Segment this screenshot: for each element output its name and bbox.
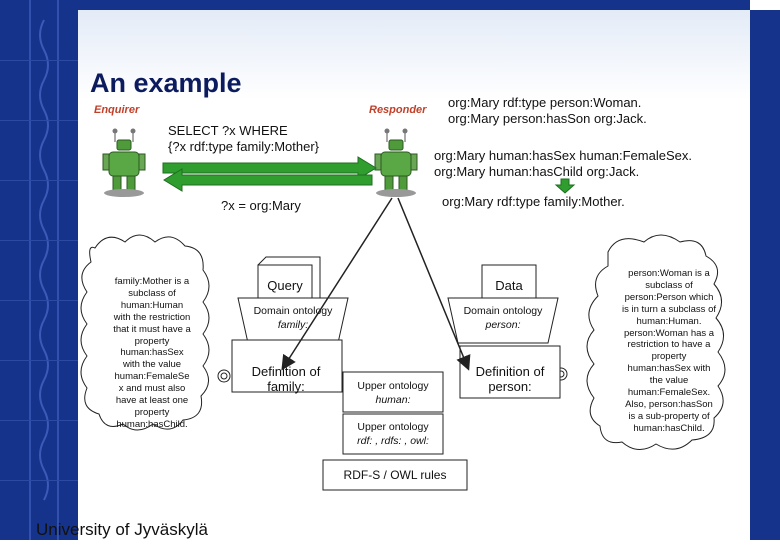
data-box-label: Data xyxy=(495,278,523,293)
query-line-1: SELECT ?x WHERE xyxy=(168,123,288,138)
conclusion-text: org:Mary rdf:type family:Mother. xyxy=(442,194,625,209)
answer-arrow xyxy=(163,168,373,192)
enquirer-label: Enquirer xyxy=(94,104,140,116)
query-line-2: {?x rdf:type family:Mother} xyxy=(168,139,320,154)
top-frame-bar xyxy=(78,0,750,10)
data-box-bg xyxy=(448,120,668,148)
data-line-1: org:Mary rdf:type person:Woman. xyxy=(448,95,642,110)
answer-text: ?x = org:Mary xyxy=(221,198,301,213)
enquirer-robot-icon xyxy=(102,128,146,197)
left-thought-cloud xyxy=(80,234,210,431)
sidebar-pattern-icon xyxy=(29,0,59,540)
down-arrow-2 xyxy=(554,178,576,194)
footer-university: University of Jyväskylä xyxy=(36,520,208,539)
right-frame-bar xyxy=(750,10,780,540)
inferred-line-1: org:Mary human:hasSex human:FemaleSex. xyxy=(434,148,692,163)
right-thought-cloud xyxy=(586,234,726,450)
inferred-line-2: org:Mary human:hasChild org:Jack. xyxy=(434,164,640,179)
rules-label: RDF-S / OWL rules xyxy=(343,468,447,482)
slide-title: An example xyxy=(90,68,242,98)
arrow-to-definition-family xyxy=(281,197,393,371)
upper-human-box xyxy=(342,371,444,413)
data-line-2: org:Mary person:hasSon org:Jack. xyxy=(448,111,647,126)
responder-robot-icon xyxy=(374,128,418,197)
left-decorative-sidebar xyxy=(0,0,78,540)
responder-label: Responder xyxy=(369,104,427,116)
upper-rdf-box xyxy=(342,413,444,455)
rules-box xyxy=(322,459,468,491)
data-ontology-stack xyxy=(447,264,561,399)
query-box-label: Query xyxy=(267,278,303,293)
arrow-to-definition-person xyxy=(397,197,471,371)
query-arrow xyxy=(162,156,377,180)
